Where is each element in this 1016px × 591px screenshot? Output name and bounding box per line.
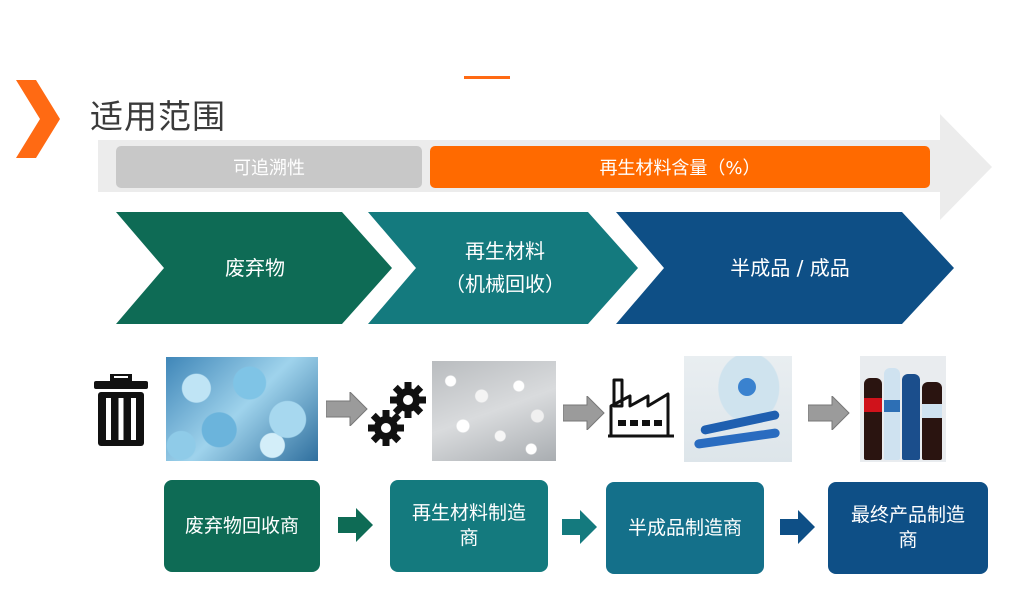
accent-line [464,76,510,79]
arrow-right-icon [563,396,605,430]
stage-waste: 废弃物 [180,218,330,318]
gears-icon [368,382,426,446]
role-end-product-label: 最终产品制造 [850,504,965,526]
stage-products-label: 半成品 / 成品 [730,255,850,280]
factory-icon [608,378,674,438]
stage-products: 半成品 / 成品 [690,218,890,318]
stage-recycled-sublabel: （机械回收） [445,272,565,296]
role-recycled-manufacturer-label: 再生材料制造 [411,502,526,524]
arrow-right-icon [326,392,368,426]
stage-chevron-waste [116,212,392,324]
recycled-pellets-photo [432,361,556,461]
traceability-label: 可追溯性 [233,158,305,179]
role-end-product-manufacturer: 最终产品制造 商 [828,482,988,574]
stage-recycled-label: 再生材料 [465,239,545,263]
stage-chevron-products [616,212,954,324]
arrow-right-icon [338,508,373,542]
role-recycled-material-manufacturer: 再生材料制造 商 [390,480,548,572]
stage-chevron-recycled [368,212,638,324]
recycled-content-bar: 再生材料含量（%） [430,146,930,188]
role-semi-finished-manufacturer: 半成品制造商 [606,482,764,574]
stage-recycled: 再生材料 （机械回收） [420,218,590,318]
page-title: 适用范围 [90,97,226,136]
preforms-photo [684,356,792,462]
stage-waste-label: 废弃物 [225,255,285,280]
role-semi-finished-label: 半成品制造商 [627,516,742,539]
role-waste-recycler: 废弃物回收商 [164,480,320,572]
waste-bottles-photo [166,357,318,461]
traceability-bar: 可追溯性 [116,146,422,188]
role-waste-recycler-label: 废弃物回收商 [184,514,299,537]
trash-icon [94,374,148,446]
finished-bottles-photo [860,356,946,462]
role-recycled-manufacturer-label-2: 商 [459,527,479,549]
role-end-product-label-2: 商 [898,529,918,551]
arrow-right-icon [562,510,597,544]
recycled-content-label: 再生材料含量（%） [599,158,761,179]
arrow-right-icon [780,510,815,544]
chevron-icon [16,80,60,158]
arrow-right-icon [808,396,850,430]
stage-chevrons [116,212,954,324]
